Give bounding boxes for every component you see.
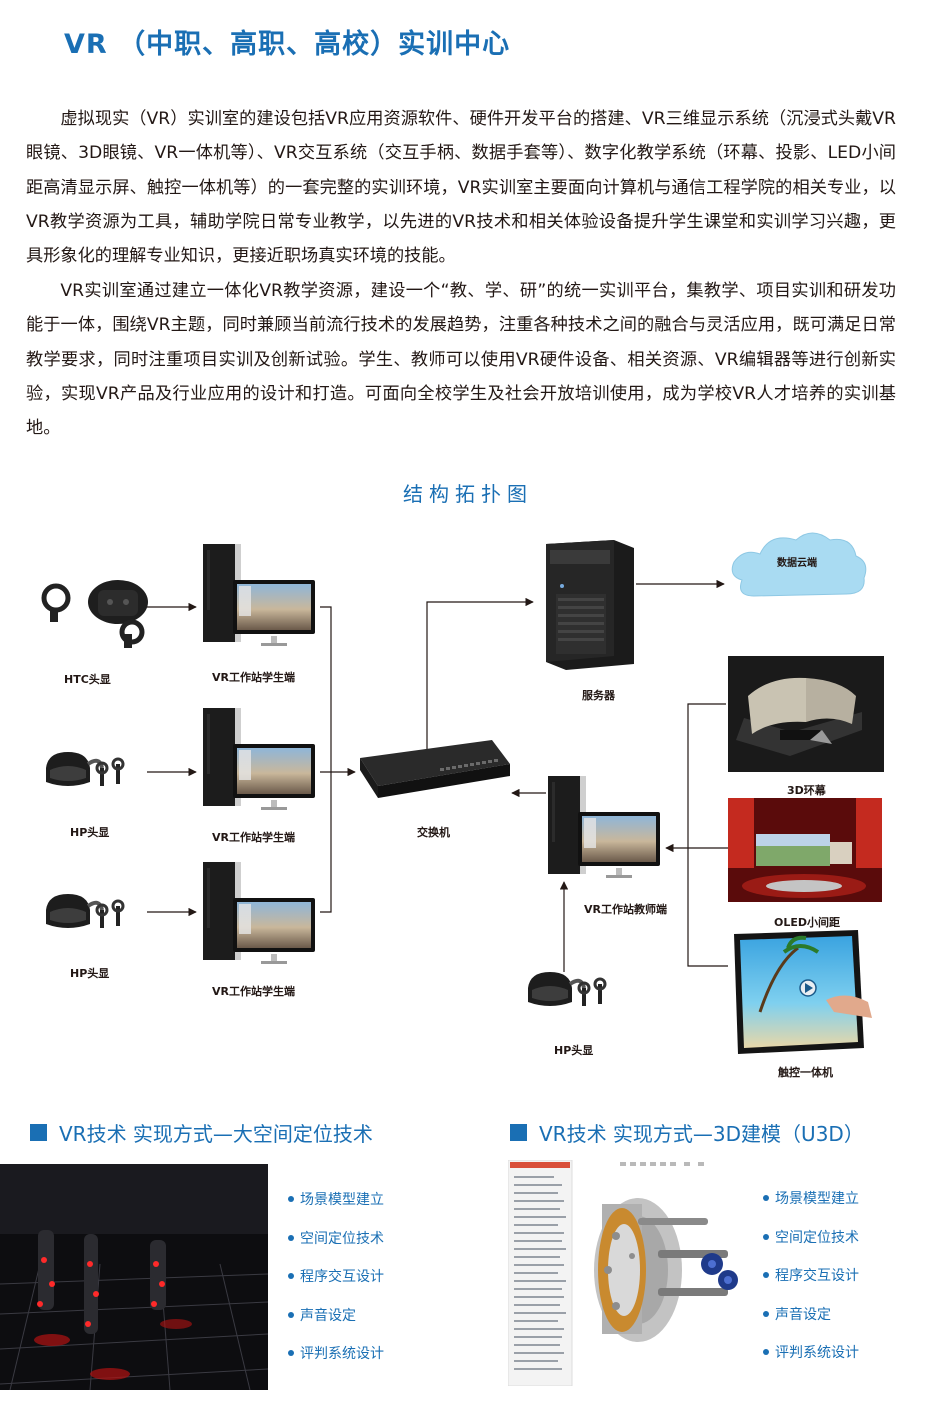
bullet-item: 程序交互设计 — [288, 1257, 384, 1296]
htc-headset-image — [41, 580, 148, 648]
bullet-text: 空间定位技术 — [775, 1229, 859, 1246]
bullet-text: 程序交互设计 — [775, 1268, 859, 1285]
touch-panel-label: 触控一体机 — [778, 1066, 833, 1079]
bullet-dot-icon — [763, 1349, 769, 1356]
topology-title: 结构拓扑图 — [403, 482, 533, 506]
hp-headset-1-label: HP头显 — [70, 826, 110, 839]
bullet-dot-icon — [288, 1311, 294, 1318]
section-large-space-heading: VR技术 实现方式—大空间定位技术 — [30, 1118, 373, 1147]
section-3d-modeling-heading: VR技术 实现方式—3D建模（U3D） — [510, 1118, 864, 1147]
bullet-item: 空间定位技术 — [763, 1218, 859, 1257]
bullet-text: 声音设定 — [775, 1306, 831, 1323]
switch-image — [360, 740, 510, 798]
bullet-item: 程序交互设计 — [763, 1256, 859, 1295]
bullet-text: 声音设定 — [300, 1307, 356, 1324]
section-large-space-bullets: 场景模型建立 空间定位技术 程序交互设计 声音设定 评判系统设计 — [288, 1180, 384, 1373]
bullet-text: 场景模型建立 — [300, 1192, 384, 1209]
bullet-dot-icon — [763, 1310, 769, 1317]
teacher-workstation-image — [548, 776, 660, 878]
bullet-item: 空间定位技术 — [288, 1219, 384, 1258]
teacher-workstation-label: VR工作站教师端 — [584, 903, 667, 916]
3d-ring-screen-label: 3D环幕 — [787, 784, 826, 797]
bullet-item: 声音设定 — [763, 1295, 859, 1334]
3d-modeling-screenshot — [508, 1160, 752, 1386]
bullet-text: 评判系统设计 — [775, 1345, 859, 1362]
hp-headset-teacher-image — [526, 970, 607, 1008]
oled-studio-image — [728, 798, 882, 902]
hp-headset-2-image — [44, 892, 125, 930]
connection-lines — [147, 579, 728, 972]
cloud-image — [731, 532, 867, 597]
intro-paragraph-1: 虚拟现实（VR）实训室的建设包括VR应用资源软件、硬件开发平台的搭建、VR三维显… — [26, 102, 896, 273]
bullet-item: 评判系统设计 — [763, 1333, 859, 1372]
hp-headset-2-label: HP头显 — [70, 967, 110, 980]
student-workstation-3-image — [203, 862, 315, 964]
hp-headset-teacher-label: HP头显 — [554, 1044, 594, 1057]
section-large-space-heading-text: VR技术 实现方式—大空间定位技术 — [59, 1122, 373, 1146]
bullet-item: 评判系统设计 — [288, 1334, 384, 1373]
bullet-dot-icon — [763, 1272, 769, 1279]
bullet-dot-icon — [288, 1196, 294, 1203]
intro-paragraph-1-text: 虚拟现实（VR）实训室的建设包括VR应用资源软件、硬件开发平台的搭建、VR三维显… — [26, 109, 896, 267]
touch-panel-image — [734, 930, 872, 1054]
bullet-text: 场景模型建立 — [775, 1191, 859, 1208]
topology-diagram: 数据云端 — [41, 532, 884, 1054]
bullet-dot-icon — [763, 1195, 769, 1202]
bullet-item: 场景模型建立 — [763, 1179, 859, 1218]
square-bullet-icon — [510, 1124, 527, 1141]
server-image — [546, 540, 634, 670]
page-title: VR （中职、高职、高校）实训中心 — [64, 29, 511, 60]
bullet-item: 场景模型建立 — [288, 1180, 384, 1219]
large-space-tracking-photo — [0, 1164, 268, 1390]
bullet-text: 空间定位技术 — [300, 1230, 384, 1247]
student-workstation-2-image — [203, 708, 315, 810]
square-bullet-icon — [30, 1124, 47, 1141]
cloud-label: 数据云端 — [777, 556, 817, 569]
bullet-text: 评判系统设计 — [300, 1346, 384, 1363]
server-label: 服务器 — [582, 689, 615, 702]
student-workstation-3-label: VR工作站学生端 — [212, 985, 295, 998]
intro-paragraph-2-text: VR实训室通过建立一体化VR教学资源，建设一个“教、学、研”的统一实训平台，集教… — [26, 281, 896, 439]
3d-ring-screen-image — [728, 656, 884, 772]
intro-paragraph-2: VR实训室通过建立一体化VR教学资源，建设一个“教、学、研”的统一实训平台，集教… — [26, 274, 896, 445]
section-3d-modeling-heading-text: VR技术 实现方式—3D建模（U3D） — [539, 1122, 864, 1146]
bullet-dot-icon — [288, 1273, 294, 1280]
student-workstation-1-image — [203, 544, 315, 646]
bullet-text: 程序交互设计 — [300, 1269, 384, 1286]
section-3d-modeling-bullets: 场景模型建立 空间定位技术 程序交互设计 声音设定 评判系统设计 — [763, 1179, 859, 1372]
bullet-dot-icon — [288, 1234, 294, 1241]
student-workstation-2-label: VR工作站学生端 — [212, 831, 295, 844]
hp-headset-1-image — [44, 750, 125, 788]
switch-label: 交换机 — [417, 826, 450, 839]
bullet-item: 声音设定 — [288, 1296, 384, 1335]
oled-label: OLED小间距 — [774, 916, 841, 929]
htc-headset-label: HTC头显 — [64, 673, 111, 686]
bullet-dot-icon — [288, 1350, 294, 1357]
student-workstation-1-label: VR工作站学生端 — [212, 671, 295, 684]
bullet-dot-icon — [763, 1233, 769, 1240]
